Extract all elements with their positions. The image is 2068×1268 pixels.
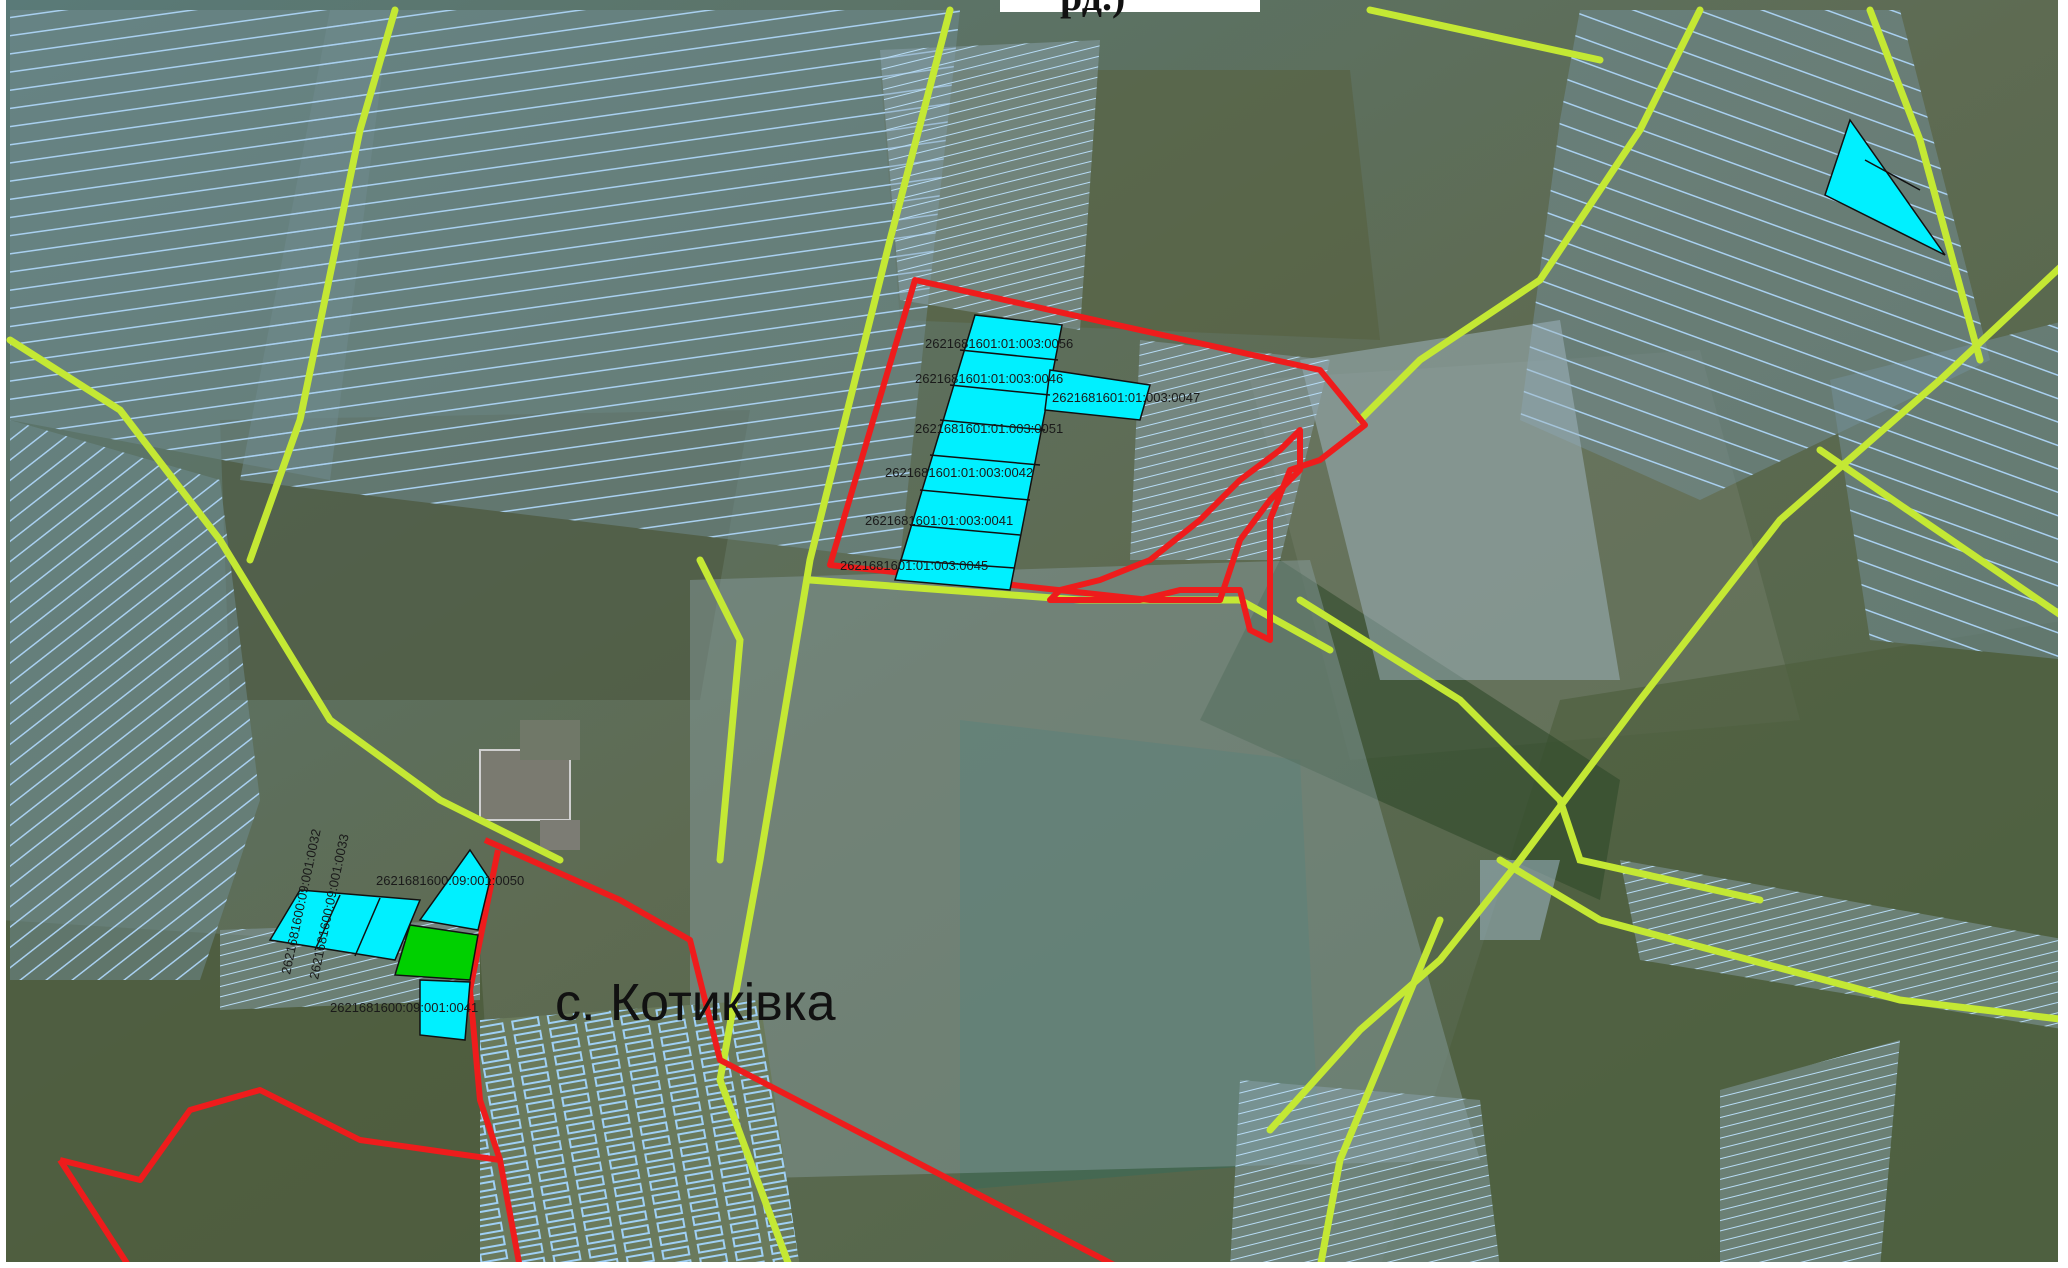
parcel-label-p8: 2621681600:09:001:0050: [376, 873, 524, 888]
selected-parcels-north[interactable]: [894, 314, 1151, 591]
parcel-label-p4: 2621681601:01:003:0051: [915, 421, 1063, 436]
village-boundary: [483, 837, 1122, 1268]
boundary-lines: [57, 277, 1368, 1268]
header-fragment: рд.): [1060, 0, 1125, 19]
parcel-label-p2: 2621681601:01:003:0046: [915, 371, 1063, 386]
selected-parcel-northeast[interactable]: [1824, 118, 1946, 256]
header-mask: [1000, 0, 1260, 12]
selected-parcels-west[interactable]: [268, 848, 491, 1041]
parcel-label-p7: 2621681601:01:003:0045: [840, 558, 988, 573]
cadastral-fields: [10, 10, 2068, 1268]
parcel-label-p3: 2621681601:01:003:0047: [1052, 390, 1200, 405]
page-border-left: [0, 0, 6, 1268]
village-buildings: [479, 720, 580, 850]
parcel-label-p9: 2621681600:09:001:0041: [330, 1000, 478, 1015]
parcel-label-p1: 2621681601:01:003:0056: [925, 336, 1073, 351]
parcel-label-p6: 2621681601:01:003:0041: [865, 513, 1013, 528]
parcel-west-green: [394, 924, 479, 981]
page-border-bottom: [0, 1262, 2068, 1268]
parcel-west-c: [419, 979, 471, 1041]
parcel-west-a: [268, 889, 422, 961]
village-label: с. Котиківка: [555, 974, 836, 1032]
parcel-label-p5: 2621681601:01:003:0042: [885, 465, 1033, 480]
west-boundary: [467, 849, 503, 1161]
parcel-west-b: [418, 848, 491, 931]
southwest-boundary: [59, 1087, 523, 1268]
parcel-north-side: [1044, 369, 1151, 421]
parcel-north-strip: [894, 314, 1063, 591]
north-boundary: [827, 277, 1368, 643]
page-border-right: [2058, 0, 2068, 1268]
